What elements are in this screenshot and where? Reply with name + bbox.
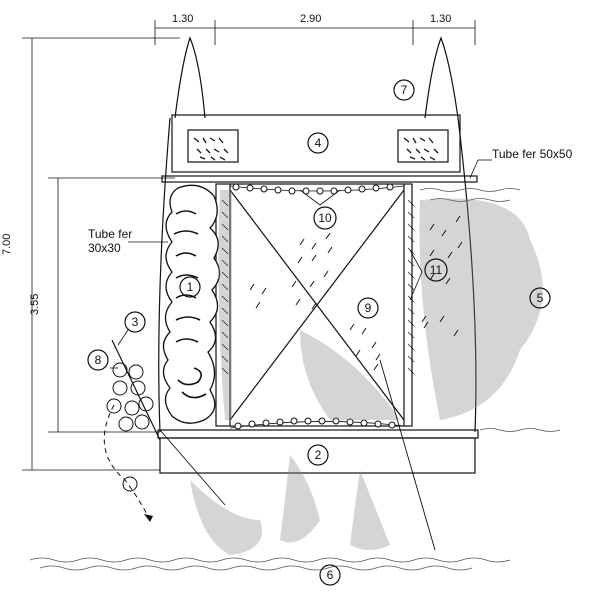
buoy-anchor-line [111, 339, 161, 441]
water-texture [29, 188, 561, 571]
callout-6: 6 [319, 564, 341, 586]
svg-text:3: 3 [132, 315, 139, 329]
svg-text:7: 7 [401, 83, 408, 97]
callout-5: 5 [529, 287, 551, 309]
callout-9: 9 [357, 297, 379, 319]
height-dimension-lines [22, 37, 180, 471]
fish-outside [421, 215, 463, 337]
right-storage-box [397, 129, 449, 163]
stay-lines [159, 359, 436, 551]
label-leaders [110, 159, 492, 369]
buoy-group [106, 362, 154, 492]
left-float-tip [174, 36, 206, 119]
width-dimension-lines [154, 20, 476, 45]
svg-text:8: 8 [95, 353, 102, 367]
callout-7: 7 [393, 79, 415, 101]
lower-cross-beam [157, 429, 479, 439]
callout-8: 8 [87, 349, 109, 371]
bottom-platform [159, 437, 476, 474]
right-float-side [457, 117, 477, 433]
left-float-side [158, 117, 171, 433]
svg-text:6: 6 [327, 568, 334, 582]
shading-zones [190, 190, 543, 555]
top-float-chain [229, 183, 405, 195]
callout-2: 2 [307, 444, 329, 466]
svg-text:11: 11 [430, 263, 443, 277]
dimension-left-width: 1.30 [172, 13, 193, 25]
dimension-center-width: 2.90 [300, 13, 321, 25]
left-storage-box [187, 129, 239, 163]
svg-text:9: 9 [365, 301, 372, 315]
callout-1: 1 [179, 276, 201, 298]
buoy-arrowhead [144, 514, 153, 522]
frame-diagonal-2 [229, 189, 405, 421]
callout-11: 11 [424, 258, 448, 282]
bottom-float-chain [229, 417, 405, 430]
callout-10: 10 [313, 206, 337, 230]
seaweed-texture [173, 210, 207, 399]
dimension-total-height: 7.00 [1, 234, 13, 255]
label-tube-small-2: 30x30 [88, 241, 121, 255]
storage-box-contents [193, 137, 439, 161]
upper-cross-beam [161, 175, 478, 183]
svg-text:2: 2 [315, 448, 322, 462]
fish-in-net [249, 232, 381, 371]
right-float-tip [424, 36, 459, 119]
buoy-dashed-path [103, 404, 151, 521]
callout-4: 4 [307, 132, 329, 154]
svg-text:5: 5 [537, 291, 544, 305]
seaweed-mass [162, 184, 221, 424]
svg-text:1: 1 [187, 280, 194, 294]
top-platform [171, 114, 461, 173]
svg-text:4: 4 [315, 136, 322, 150]
dimension-right-width: 1.30 [430, 13, 451, 25]
dimension-frame-height: 3.55 [29, 294, 41, 315]
svg-text:10: 10 [318, 211, 332, 225]
side-net-mesh [221, 199, 415, 375]
label-tube-small-1: Tube fer [88, 227, 132, 241]
label-tube-large: Tube fer 50x50 [492, 147, 573, 161]
callout-3: 3 [124, 311, 146, 333]
